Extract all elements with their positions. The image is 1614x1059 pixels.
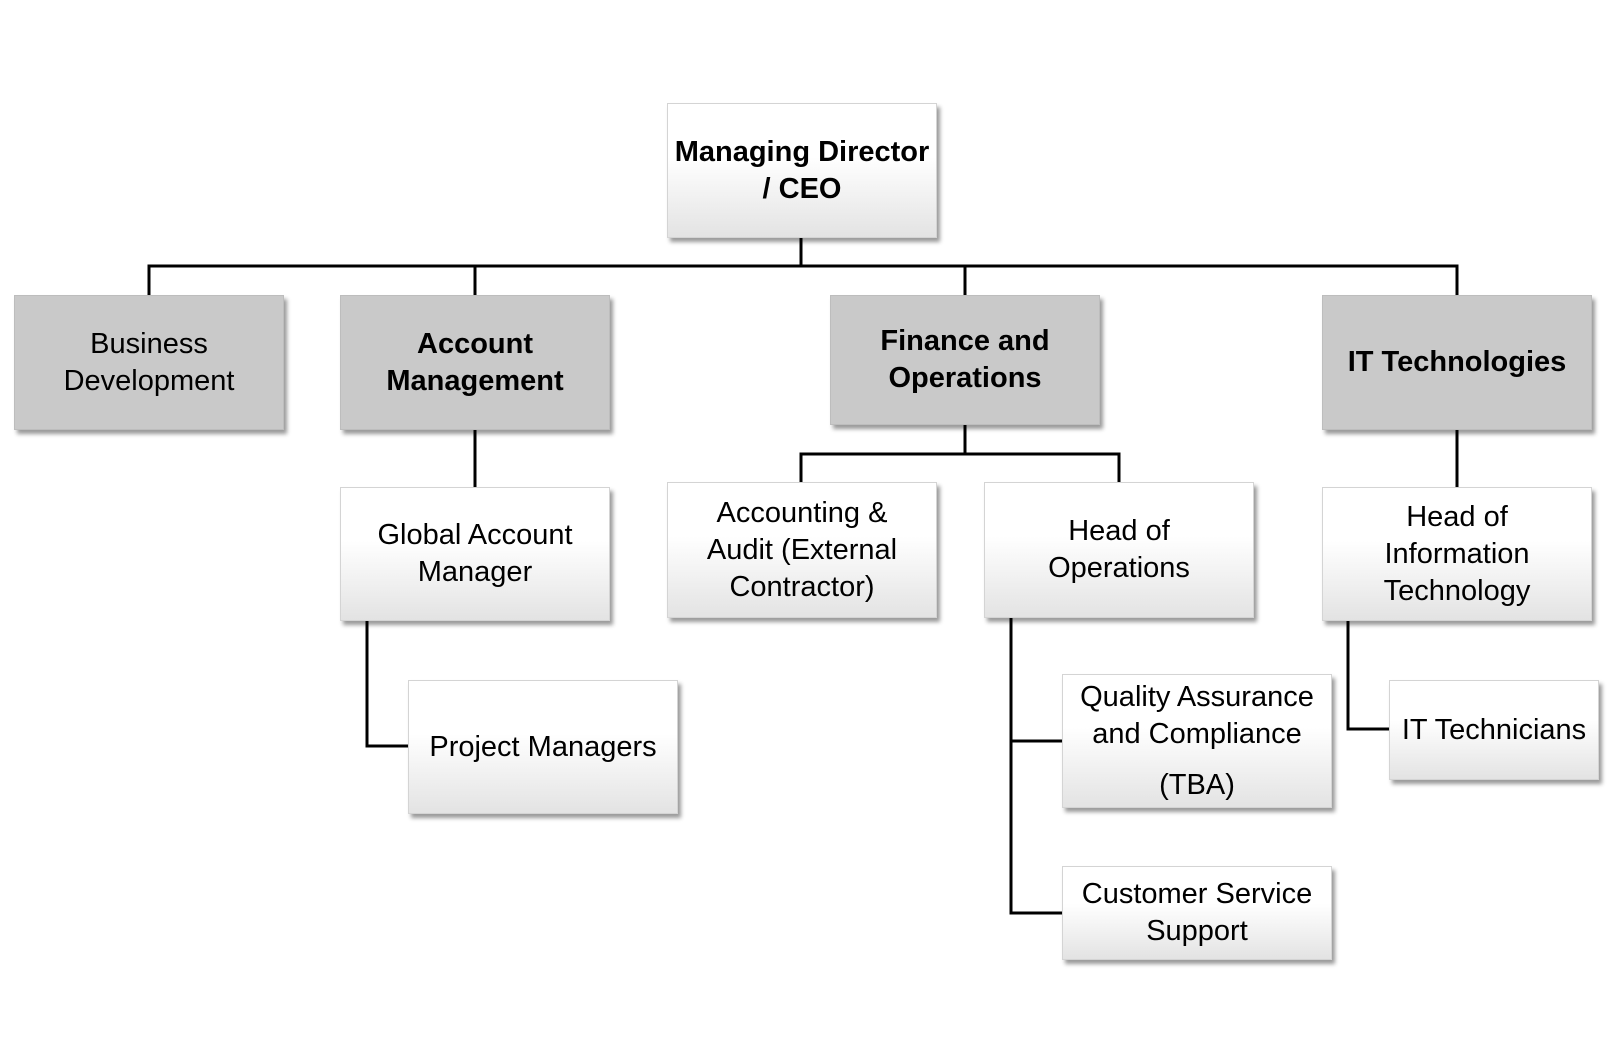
account-management-label-line-1: Account	[417, 327, 533, 360]
global-account-manager-box: Global Account Manager	[340, 487, 610, 621]
head-of-it-label-line-1: Head of	[1406, 500, 1508, 533]
business-development-box: Business Development	[14, 295, 284, 430]
ceo-label-line-2: / CEO	[762, 172, 842, 205]
accounting-audit-label-line-3: Contractor)	[729, 570, 875, 603]
head-of-operations-label-line-2: Operations	[1048, 552, 1190, 584]
account-management-box: Account Management	[340, 295, 610, 430]
customer-service-label-line-1: Customer Service	[1081, 878, 1313, 910]
global-account-manager-label-line-1: Global Account	[377, 519, 573, 551]
ceo-label-line-1: Managing Director	[674, 135, 930, 168]
quality-assurance-label-line-3: (TBA)	[1159, 768, 1235, 801]
it-technologies-label: IT Technologies	[1347, 346, 1567, 378]
it-technologies-box: IT Technologies	[1322, 295, 1592, 430]
finance-operations-label-line-2: Operations	[888, 362, 1042, 394]
accounting-audit-box: Accounting & Audit (External Contractor)	[667, 482, 937, 618]
project-managers-label: Project Managers	[429, 730, 657, 763]
quality-assurance-label-line-2: and Compliance	[1092, 717, 1302, 750]
it-technicians-box: IT Technicians	[1389, 680, 1599, 780]
head-of-operations-box: Head of Operations	[984, 482, 1254, 618]
customer-service-box: Customer Service Support	[1062, 866, 1332, 960]
quality-assurance-label-line-1: Quality Assurance	[1080, 680, 1314, 713]
project-managers-box: Project Managers	[408, 680, 678, 814]
head-of-it-label-line-3: Technology	[1383, 574, 1531, 607]
quality-assurance-box: Quality Assurance and Compliance (TBA)	[1062, 674, 1332, 808]
customer-service-label-line-2: Support	[1146, 915, 1248, 947]
finance-operations-label-line-1: Finance and	[880, 325, 1050, 357]
business-development-label-line-1: Business	[90, 327, 208, 360]
it-technicians-label: IT Technicians	[1401, 713, 1587, 746]
accounting-audit-label-line-2: Audit (External	[706, 533, 898, 566]
business-development-label-line-2: Development	[63, 364, 235, 397]
head-of-it-box: Head of Information Technology	[1322, 487, 1592, 621]
global-account-manager-label-line-2: Manager	[417, 556, 533, 588]
accounting-audit-label-line-1: Accounting &	[716, 496, 888, 529]
head-of-it-label-line-2: Information	[1384, 537, 1530, 570]
finance-operations-box: Finance and Operations	[830, 295, 1100, 425]
account-management-label-line-2: Management	[386, 364, 564, 397]
ceo-box: Managing Director / CEO	[667, 103, 937, 238]
head-of-operations-label-line-1: Head of	[1068, 515, 1170, 547]
